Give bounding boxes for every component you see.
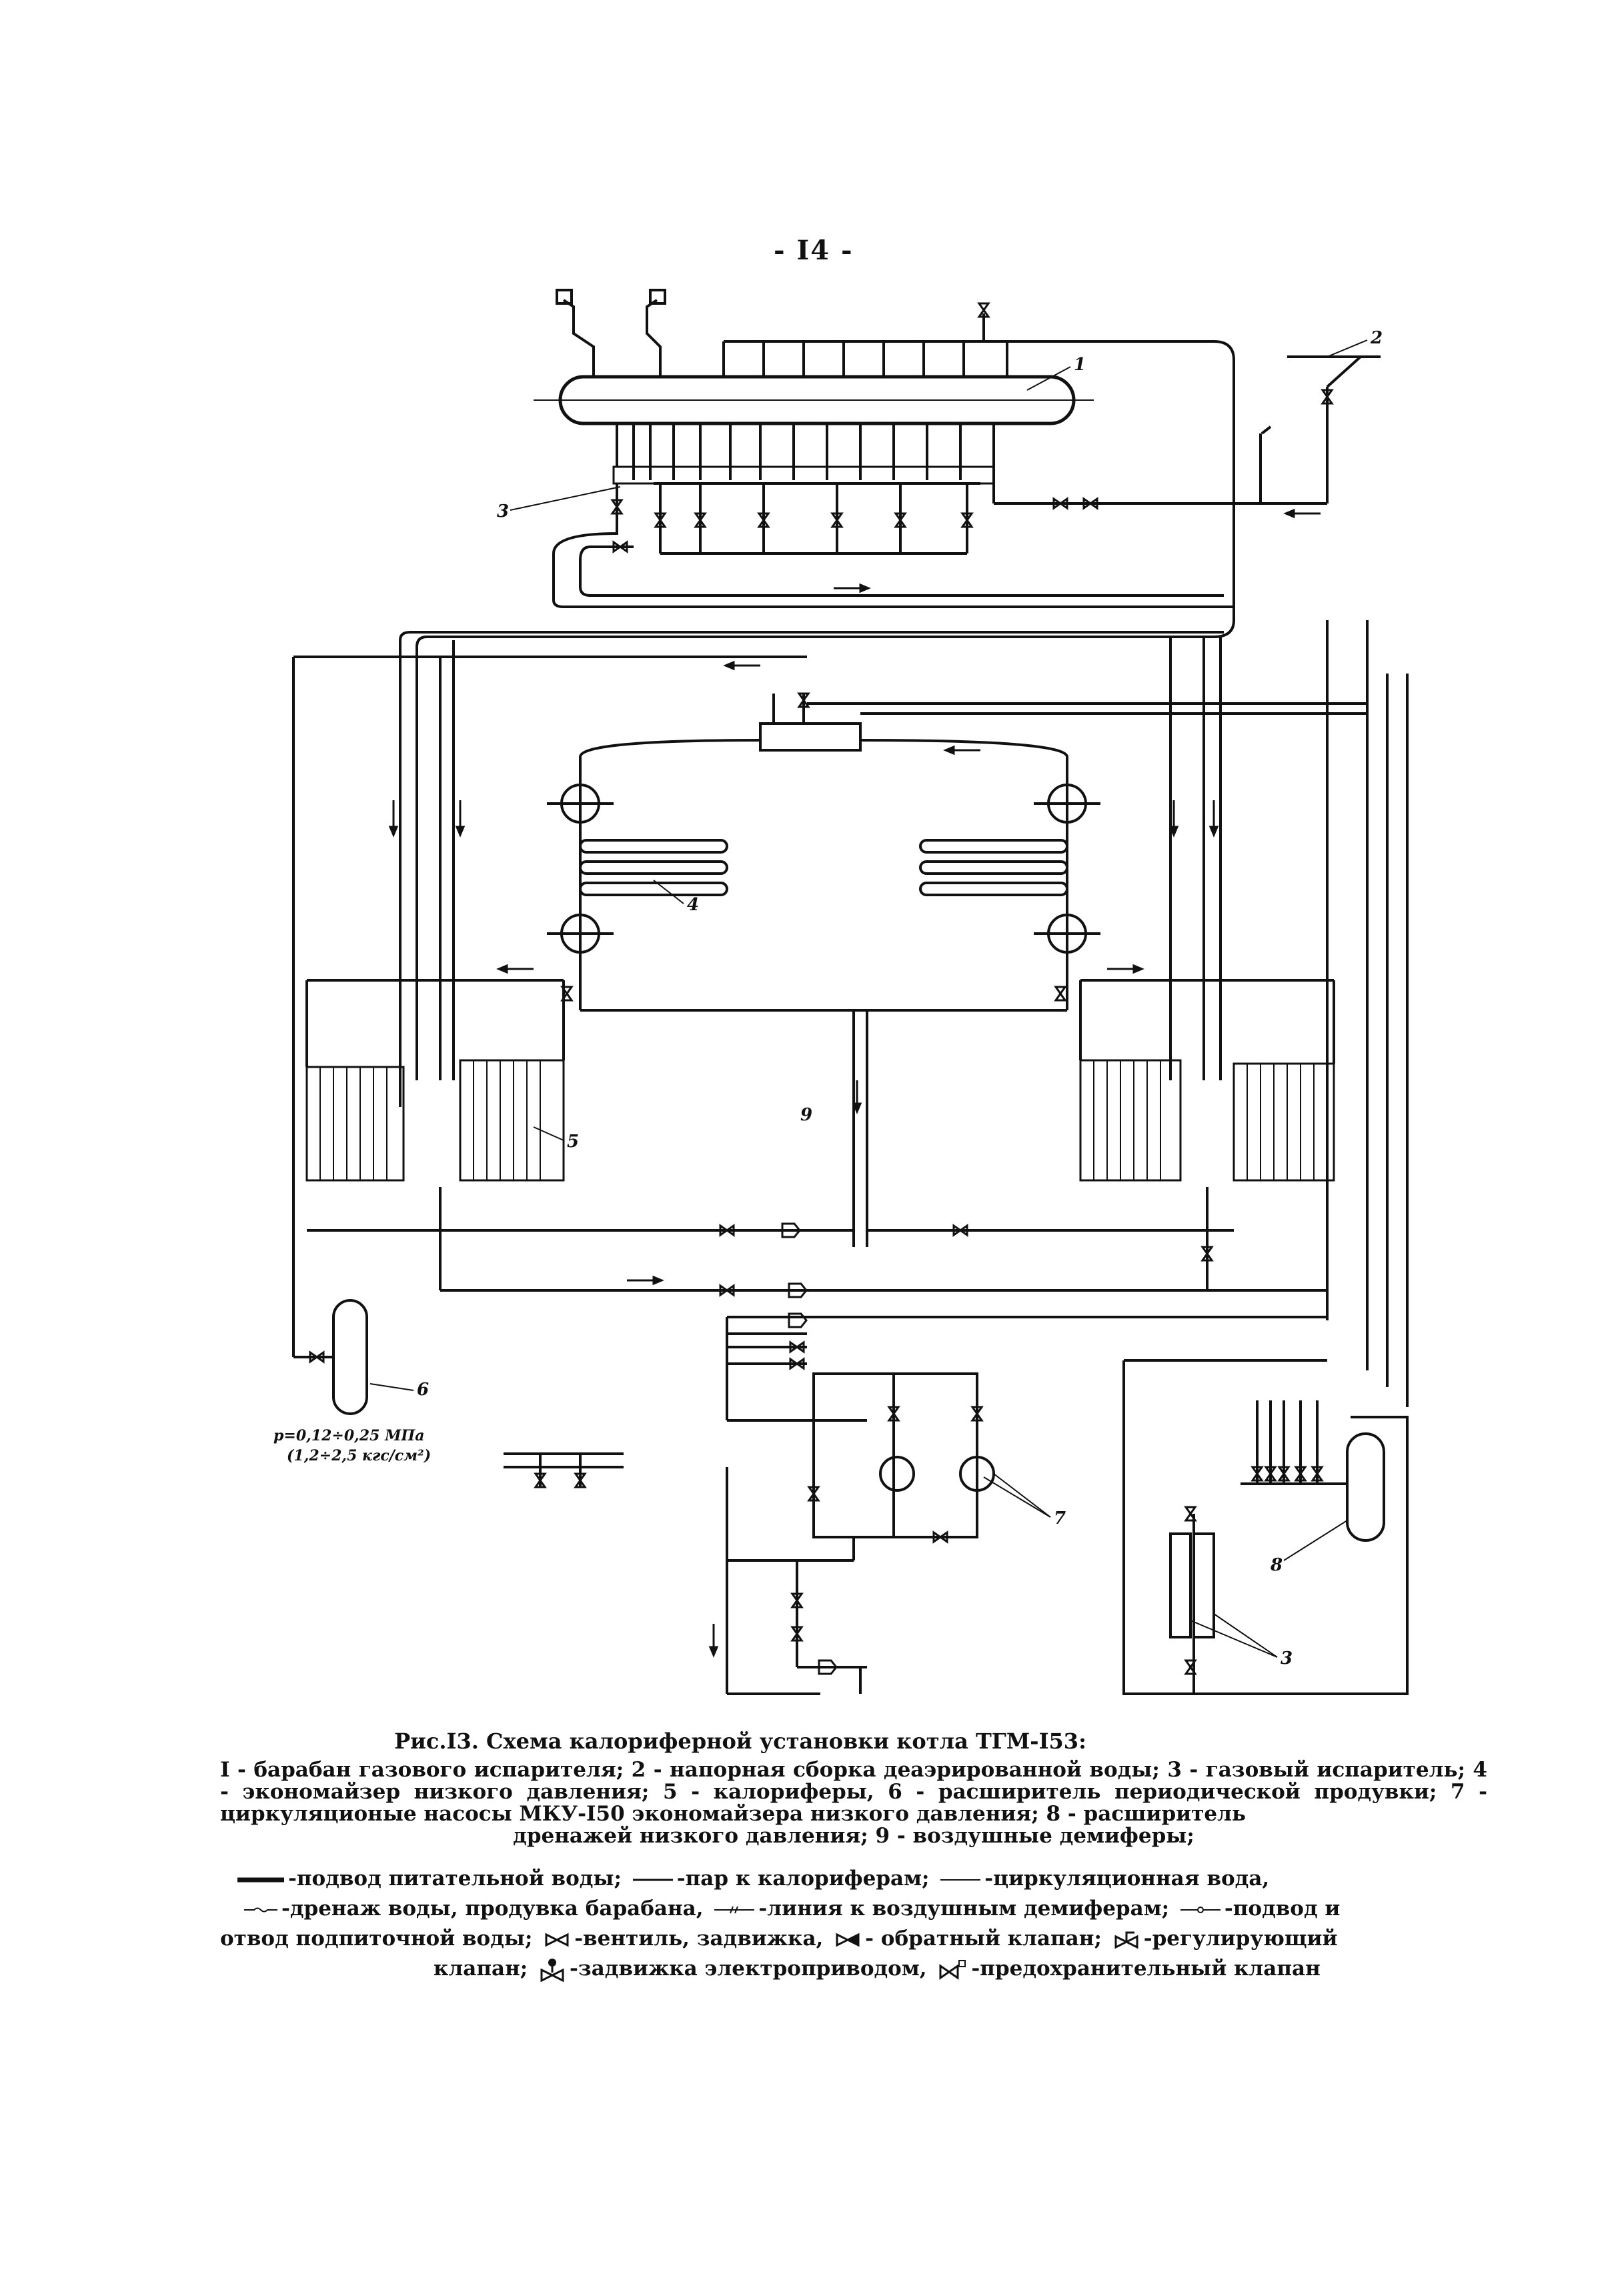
legend-makeup: -подвод и [1224, 1897, 1341, 1921]
valve-symbol-icon [545, 1933, 569, 1947]
legend-control-valve: -регулирующий [1143, 1927, 1338, 1951]
drain-line-icon [244, 1907, 277, 1912]
caption-title: Рис.I3. Схема калориферной установки кот… [394, 1729, 1086, 1754]
label-2: 2 [1370, 328, 1383, 348]
label-3-top: 3 [497, 501, 509, 521]
caption-body-last: дренажей низкого давления; 9 - воздушные… [513, 1824, 1194, 1848]
evaporator-return-loop [552, 527, 1234, 608]
circulation-pumps [727, 1372, 995, 1694]
drum-top-headers [416, 313, 1235, 1080]
legend-line-1: -подвод питательной воды; -пар к калориф… [233, 1864, 1487, 1894]
drum-safety-valves [556, 289, 666, 377]
part-labels: 2 1 3 4 5 9 6 7 8 3 p=0,12÷0,25 МПа (1,2… [273, 328, 1383, 1668]
control-valve-symbol-icon [1114, 1931, 1138, 1949]
label-3-bottom: 3 [1281, 1648, 1293, 1668]
legend-circulation: -циркуляционная вода, [984, 1867, 1270, 1891]
drain-expander [1346, 1432, 1385, 1542]
steam-line-icon [632, 1879, 673, 1881]
label-8: 8 [1270, 1555, 1283, 1575]
label-9: 9 [800, 1105, 812, 1125]
flow-arrows [388, 508, 1321, 1658]
pressure-note-kgs: (1,2÷2,5 кгс/см²) [287, 1447, 431, 1464]
main-vertical-pipes [292, 620, 1409, 1407]
economizer-block [547, 694, 1100, 1247]
legend-feed-water: -подвод питательной воды; [288, 1867, 622, 1891]
gas-evaporators [1169, 1514, 1215, 1694]
legend-makeup-b: отвод подпиточной воды; [220, 1927, 533, 1951]
legend-valve: -вентиль, задвижка, [574, 1927, 824, 1951]
legend-safety-valve: -предохранительный клапан [971, 1957, 1321, 1981]
pressure-note-mpa: p=0,12÷0,25 МПа [273, 1427, 424, 1444]
motor-valve-symbol-icon [540, 1958, 564, 1982]
label-4: 4 [687, 895, 699, 915]
makeup-line-icon [1180, 1906, 1221, 1913]
legend-line-3: отвод подпиточной воды; -вентиль, задвиж… [220, 1924, 1487, 1954]
drum-downcomers [612, 355, 1381, 555]
label-6: 6 [417, 1380, 429, 1400]
legend-line-4: клапан; -задвижка электроприводом, -пред… [434, 1954, 1487, 1984]
legend-drain: -дренаж воды, продувка барабана, [281, 1897, 704, 1921]
legend-motor-valve: -задвижка электроприводом, [570, 1957, 927, 1981]
feed-water-line-icon [237, 1877, 284, 1882]
circulation-line-icon [940, 1879, 981, 1881]
periodic-blowdown-expander [332, 1299, 368, 1415]
figure-caption: Рис.I3. Схема калориферной установки кот… [220, 1731, 1487, 1847]
heaters [305, 1059, 1335, 1182]
makeup-water-line [504, 1452, 820, 1695]
valves [309, 302, 1333, 1675]
heater-headers [305, 979, 1335, 1422]
legend-dampers: -линия к воздушным демиферам; [758, 1897, 1170, 1921]
legend-check-valve: - обратный клапан; [865, 1927, 1102, 1951]
legend-steam: -пар к калориферам; [676, 1867, 930, 1891]
page-number: - I4 - [774, 235, 854, 266]
safety-valve-symbol-icon [939, 1959, 966, 1980]
legend-control-valve-b: клапан; [434, 1957, 528, 1981]
label-7: 7 [1054, 1508, 1066, 1528]
legend: -подвод питательной воды; -пар к калориф… [220, 1864, 1487, 1984]
label-1: 1 [1074, 355, 1086, 375]
legend-line-2: -дренаж воды, продувка барабана, -линия … [240, 1894, 1487, 1924]
caption-body: I - барабан газового испарителя; 2 - нап… [220, 1758, 1487, 1826]
label-5: 5 [567, 1132, 579, 1152]
damper-line-icon [714, 1906, 755, 1913]
heater-scheme-diagram: 2 1 3 4 5 9 6 7 8 3 p=0,12÷0,25 МПа (1,2… [273, 289, 1409, 1695]
check-valve-symbol-icon [836, 1933, 860, 1947]
